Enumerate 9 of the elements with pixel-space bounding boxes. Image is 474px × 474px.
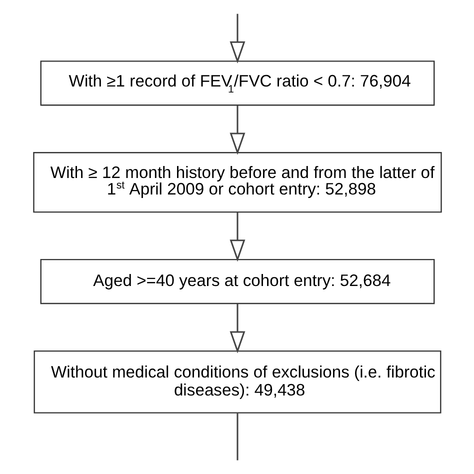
- node-box: Aged >=40 years at cohort entry: 52,684: [40, 258, 434, 304]
- connector: [236, 413, 238, 460]
- node-box: Without medical conditions of exclusions (i.e. fibrotic diseases): 49,438: [33, 350, 441, 414]
- arrow: [229, 105, 245, 155]
- arrow: [229, 304, 245, 354]
- arrow: [229, 14, 245, 64]
- node-box: With ≥ 12 month history before and from the latter of 1$^{st}$ April 2009 or cohort entry: 52,898: [32, 152, 442, 213]
- arrow: [229, 212, 245, 262]
- node-box: With ≥1 record of FEV$_{1}$/FVC ratio < 0.7: 76,904: [40, 60, 434, 106]
